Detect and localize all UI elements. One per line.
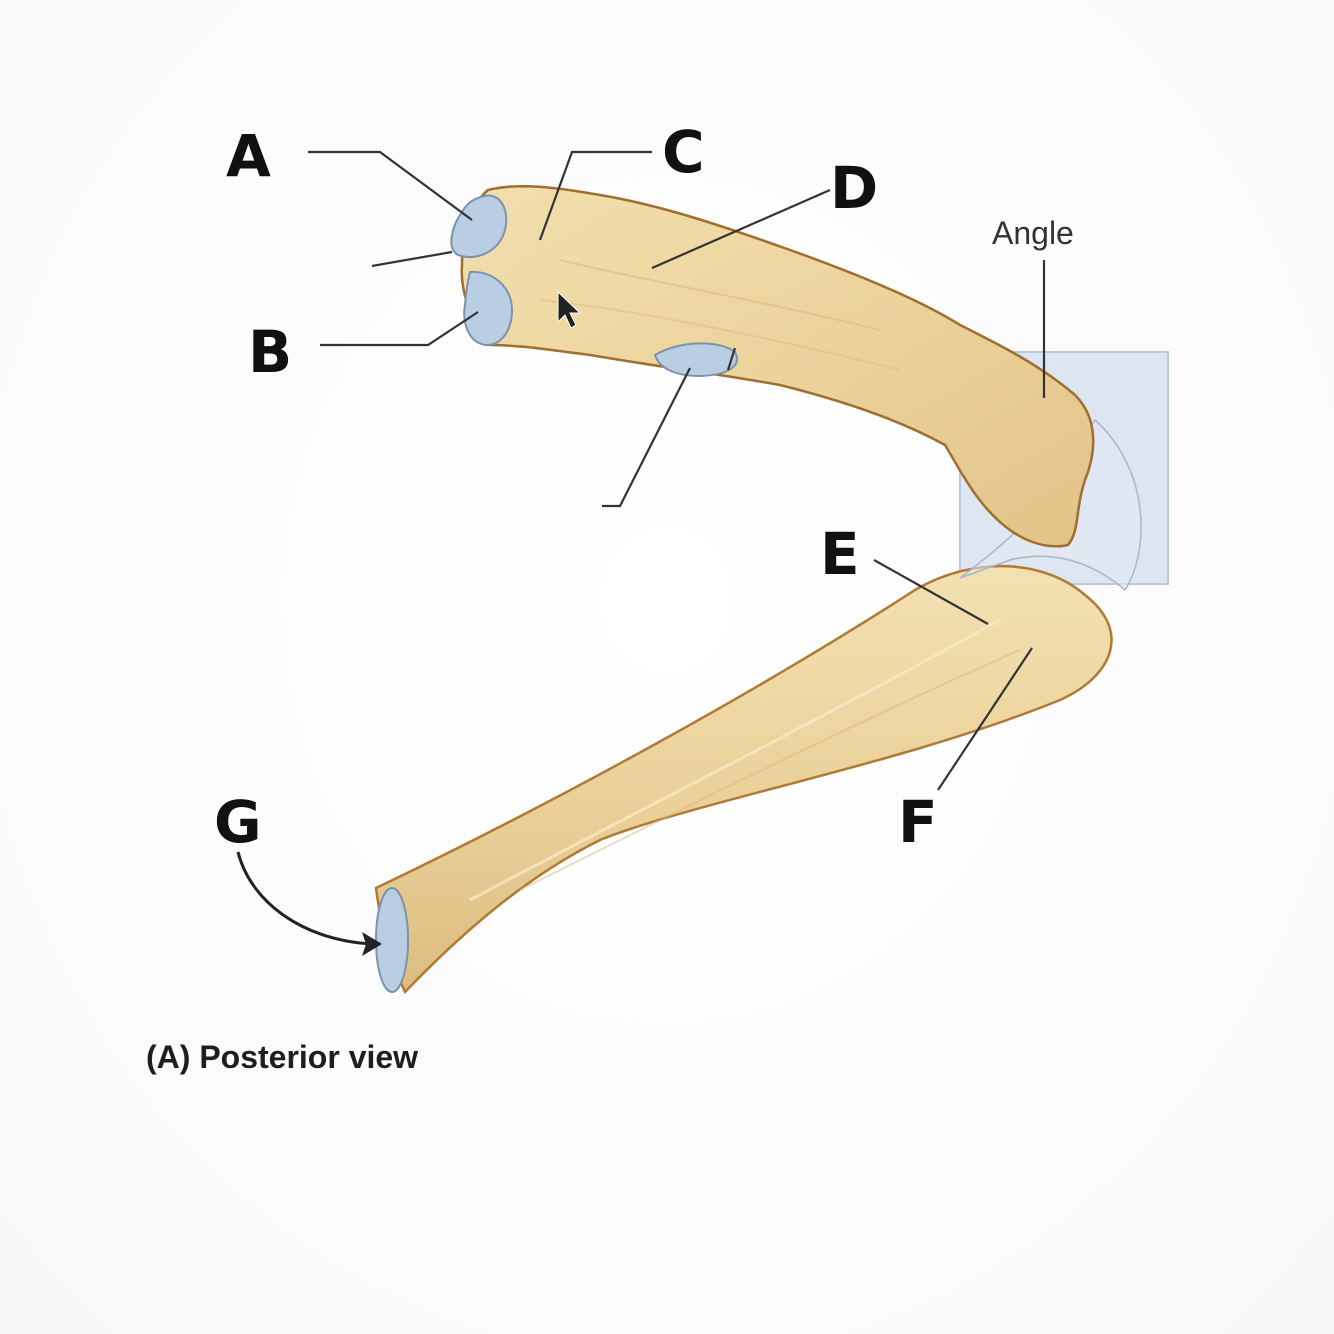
label-c: C	[662, 118, 705, 186]
figure-caption: (A) Posterior view	[146, 1039, 418, 1075]
label-a: A	[226, 122, 271, 190]
sternal-end-facet	[376, 888, 408, 992]
angle-label: Angle	[992, 215, 1074, 251]
tubercle-facet	[655, 343, 737, 376]
label-f: F	[898, 788, 938, 856]
arrow-g	[238, 852, 372, 944]
label-g: G	[214, 788, 262, 856]
label-b: B	[248, 318, 292, 386]
leader-b	[320, 312, 478, 345]
leader-unlabeled-tubercle	[602, 368, 690, 506]
label-d: D	[830, 154, 878, 222]
leader-a	[308, 152, 472, 220]
leader-unlabeled-head	[372, 252, 452, 266]
label-e: E	[820, 520, 860, 588]
